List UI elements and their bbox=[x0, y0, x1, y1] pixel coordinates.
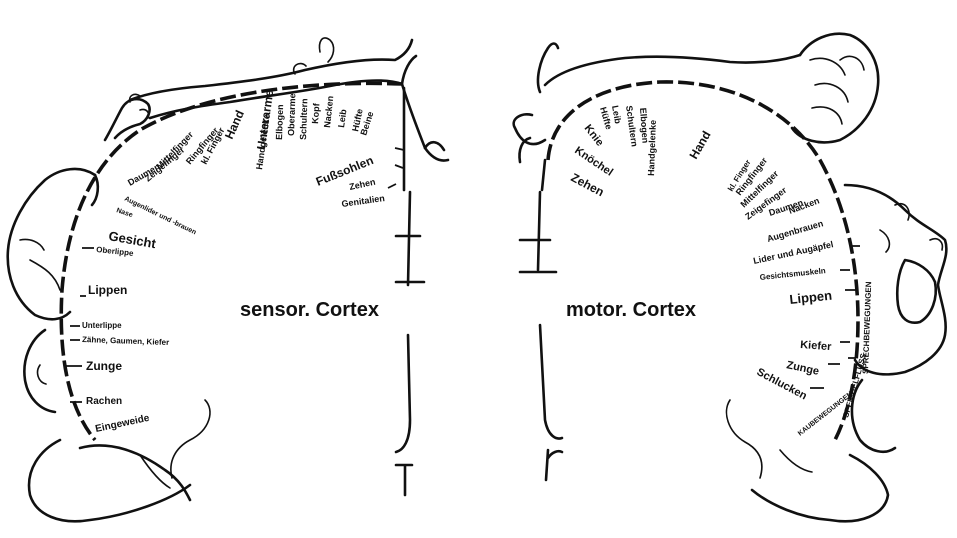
sensory-label: Lippen bbox=[88, 283, 127, 297]
motor-label: Gesichtsmuskeln bbox=[759, 266, 826, 282]
motor-label: Augenbrauen bbox=[766, 218, 825, 244]
motor-homunculus-drawing bbox=[512, 32, 948, 523]
motor-cortex-arc bbox=[546, 80, 860, 441]
sensory-label: Nase bbox=[115, 207, 133, 219]
sensory-label: Rachen bbox=[86, 396, 122, 407]
motor-label: Schultern bbox=[624, 105, 640, 148]
motor-cortex-title: motor. Cortex bbox=[566, 299, 696, 321]
sensory-label: Leib bbox=[336, 108, 349, 128]
sensory-label: Oberarme bbox=[286, 93, 297, 136]
sensory-label: Schultern bbox=[298, 98, 309, 140]
sensory-label: Zähne, Gaumen, Kiefer bbox=[82, 335, 169, 347]
motor-label: Zehen bbox=[569, 170, 607, 199]
motor-label: Lider und Augäpfel bbox=[752, 239, 834, 266]
sensory-label: Genitalien bbox=[341, 193, 385, 209]
sensory-label: Hüfte bbox=[350, 108, 365, 133]
sensory-label: Eingeweide bbox=[94, 413, 151, 435]
motor-label: Hand bbox=[686, 129, 713, 162]
motor-label: Knie bbox=[582, 122, 606, 148]
sensory-label: Zunge bbox=[86, 359, 122, 373]
motor-label: SPRECHBEWEGUNGEN bbox=[861, 281, 873, 374]
sensory-homunculus-drawing bbox=[6, 37, 450, 523]
motor-label: Elbogen bbox=[638, 107, 650, 143]
motor-label: Kiefer bbox=[800, 339, 833, 353]
sensory-label: Elbogen bbox=[274, 104, 285, 140]
motor-label: Lippen bbox=[789, 288, 833, 307]
motor-midline bbox=[540, 158, 547, 192]
sensory-label: Zehen bbox=[348, 177, 376, 192]
sensory-label: Kopf bbox=[310, 102, 321, 124]
sensory-label: Hand bbox=[222, 108, 247, 141]
sensory-label: Zeigefinger bbox=[143, 144, 187, 183]
motor-label: Nacken bbox=[787, 196, 821, 216]
motor-label: Leib bbox=[610, 105, 623, 125]
motor-label: Handgelenke bbox=[646, 120, 658, 176]
sensory-cortex-arc bbox=[59, 81, 404, 442]
sensory-label: Nacken bbox=[322, 95, 335, 128]
motor-label: Zunge bbox=[785, 359, 820, 378]
motor-labels: Zehen Knöchel Knie Hüfte Leib Schultern … bbox=[569, 105, 874, 438]
sensory-label: Augenlider und -brauen bbox=[123, 196, 197, 237]
sensory-cortex-title: sensor. Cortex bbox=[240, 299, 379, 321]
sensory-labels: Genitalien Zehen Fußsohlen Beine Hüfte L… bbox=[66, 89, 405, 435]
sensory-label: Oberlippe bbox=[96, 245, 135, 258]
sensory-label: Unterlippe bbox=[82, 321, 122, 330]
